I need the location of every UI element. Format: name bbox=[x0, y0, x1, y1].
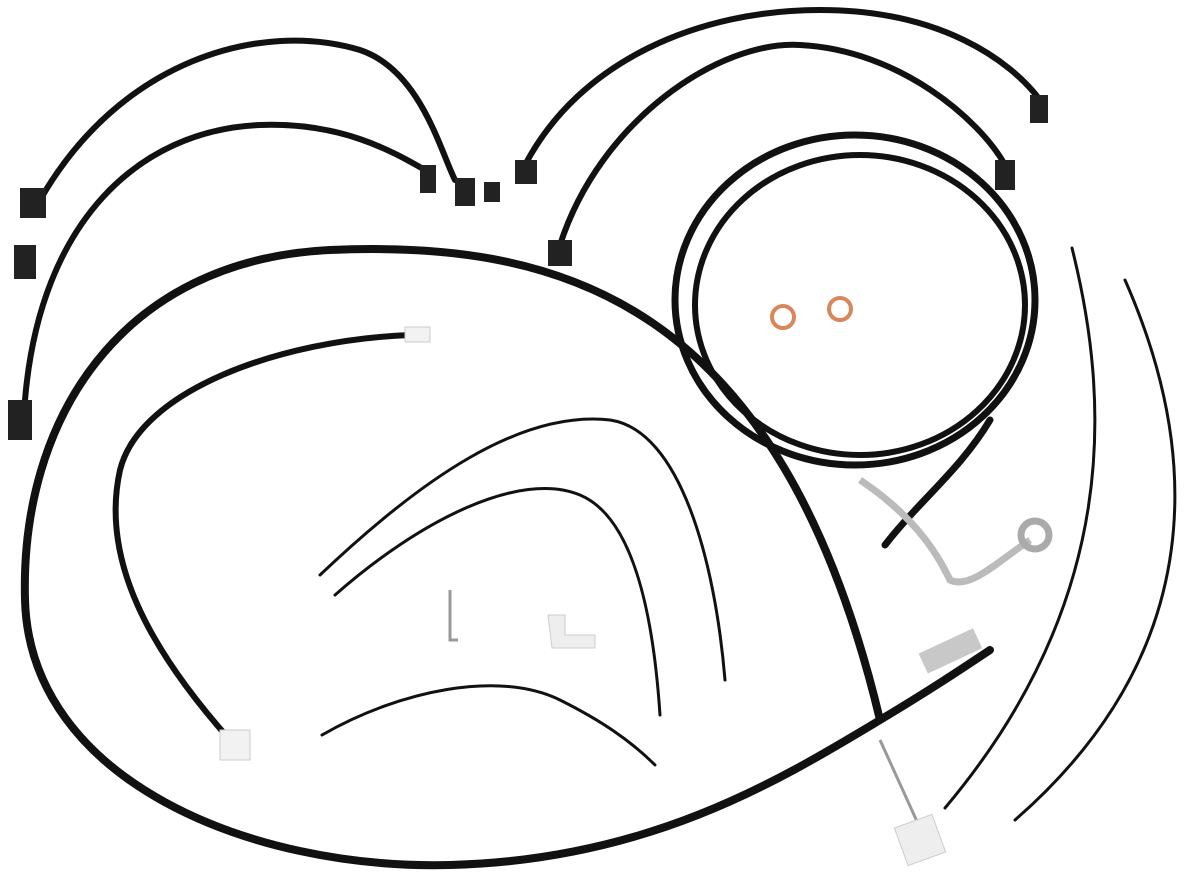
connector bbox=[20, 188, 46, 218]
cable-tag bbox=[893, 813, 947, 867]
wire-harness-3 bbox=[522, 6, 1043, 168]
brake-line-end bbox=[881, 416, 994, 549]
connector bbox=[548, 240, 572, 266]
cable-tie bbox=[333, 487, 662, 717]
cable-tie bbox=[318, 417, 727, 682]
wire-harness-2 bbox=[22, 121, 428, 403]
connector bbox=[404, 326, 431, 343]
clip bbox=[448, 590, 458, 642]
wire-harness-1 bbox=[37, 37, 458, 203]
connector bbox=[219, 729, 251, 761]
banjo-fitting bbox=[1017, 517, 1053, 553]
cable-tie bbox=[320, 684, 657, 767]
connector bbox=[455, 178, 475, 206]
connector bbox=[14, 245, 36, 279]
cable-guide bbox=[547, 614, 596, 649]
connector bbox=[420, 165, 436, 193]
connector bbox=[1030, 95, 1048, 123]
connector bbox=[515, 160, 537, 184]
chrome-fitting bbox=[858, 477, 1032, 586]
cable-adjuster bbox=[918, 628, 983, 674]
cable-tie bbox=[1013, 278, 1177, 822]
wire-harness-4 bbox=[557, 41, 1008, 248]
clutch-cable bbox=[20, 245, 994, 870]
crush-washer bbox=[770, 304, 796, 330]
wire-harness-5 bbox=[112, 332, 413, 743]
connector bbox=[484, 182, 500, 202]
connector bbox=[8, 400, 32, 440]
brake-line-coil bbox=[671, 131, 1039, 469]
crush-washer bbox=[827, 296, 853, 322]
connector bbox=[995, 160, 1015, 190]
brake-line-coil bbox=[692, 152, 1028, 458]
cable-tie bbox=[943, 246, 1097, 810]
